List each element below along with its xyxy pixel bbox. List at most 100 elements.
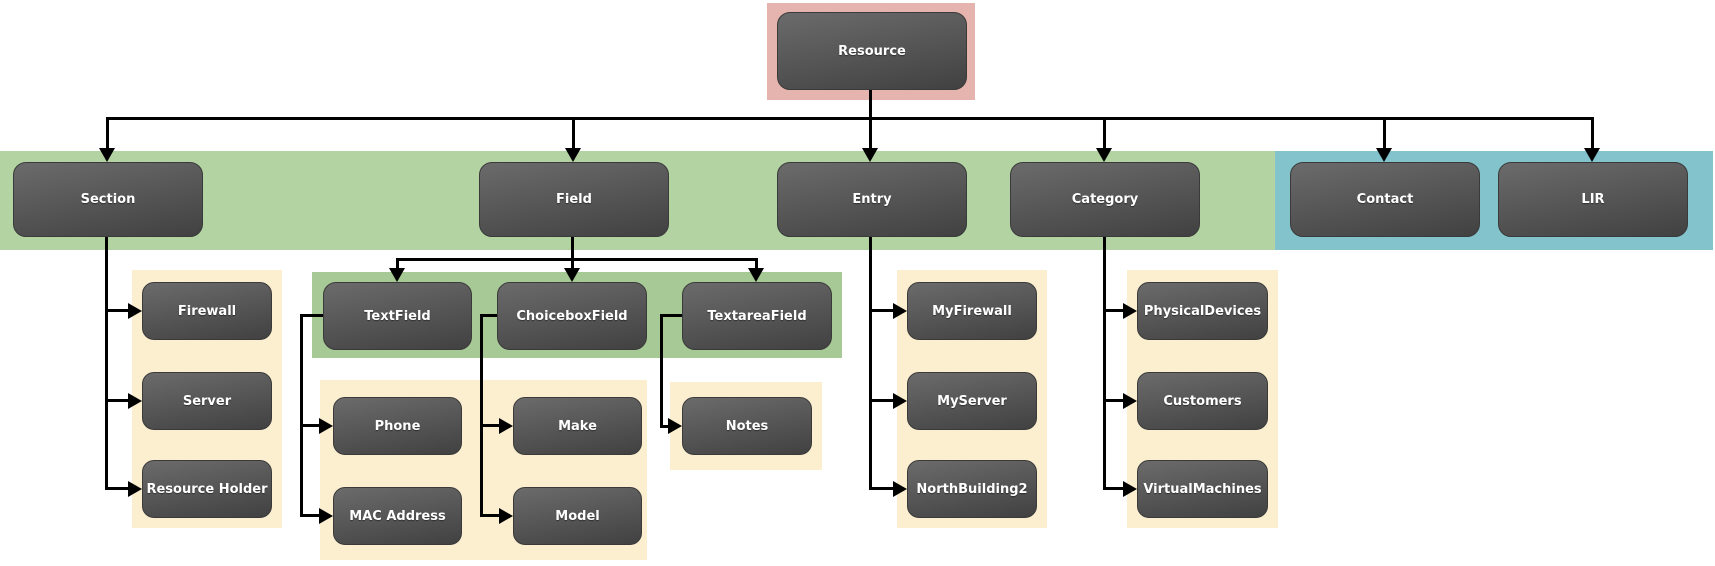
node-resource: Resource <box>777 12 967 90</box>
node-textareafield: TextareaField <box>682 282 832 350</box>
connector-line <box>1103 119 1106 149</box>
node-label: Phone <box>374 418 421 434</box>
arrow-right-icon <box>893 303 907 319</box>
arrow-right-icon <box>128 481 142 497</box>
connector-line <box>480 314 483 517</box>
connector-line <box>480 314 498 317</box>
node-label: MyServer <box>937 393 1007 409</box>
connector-line <box>480 514 501 517</box>
arrow-down-icon <box>1376 148 1392 162</box>
connector-line <box>660 425 670 428</box>
connector-line <box>105 237 108 490</box>
node-lir: LIR <box>1498 162 1688 237</box>
node-notes: Notes <box>682 397 812 455</box>
node-label: ChoiceboxField <box>516 308 628 324</box>
node-section: Section <box>13 162 203 237</box>
connector-line <box>105 309 130 312</box>
node-label: Make <box>558 418 597 434</box>
node-label: Entry <box>852 192 892 207</box>
node-virtualmachines: VirtualMachines <box>1137 460 1268 518</box>
connector-line <box>300 314 323 317</box>
arrow-down-icon <box>99 148 115 162</box>
arrow-down-icon <box>389 268 405 282</box>
node-category: Category <box>1010 162 1200 237</box>
node-northbuilding2: NorthBuilding2 <box>907 460 1037 518</box>
node-label: VirtualMachines <box>1143 481 1262 497</box>
connector-line <box>660 314 683 317</box>
connector-line <box>300 314 303 517</box>
arrow-right-icon <box>1123 303 1137 319</box>
arrow-down-icon <box>1584 148 1600 162</box>
node-myserver: MyServer <box>907 372 1037 430</box>
connector-line <box>300 424 321 427</box>
node-label: Field <box>556 192 592 207</box>
arrow-right-icon <box>499 418 513 434</box>
node-label: Firewall <box>177 303 237 319</box>
node-firewall: Firewall <box>142 282 272 340</box>
arrow-right-icon <box>128 393 142 409</box>
node-contact: Contact <box>1290 162 1480 237</box>
arrow-right-icon <box>668 418 682 434</box>
connector-line <box>660 314 663 428</box>
arrow-right-icon <box>319 418 333 434</box>
arrow-right-icon <box>893 481 907 497</box>
node-make: Make <box>513 397 642 455</box>
node-label: Customers <box>1163 393 1242 409</box>
node-field: Field <box>479 162 669 237</box>
node-textfield: TextField <box>323 282 472 350</box>
connector-line <box>396 258 758 261</box>
connector-line <box>1383 119 1386 149</box>
arrow-down-icon <box>565 148 581 162</box>
connector-line <box>571 260 574 270</box>
node-label: MyFirewall <box>932 303 1012 319</box>
connector-line <box>1103 309 1127 312</box>
connector-line <box>1103 487 1127 490</box>
connector-line <box>755 260 758 270</box>
node-label: Server <box>182 393 232 409</box>
connector-line <box>106 117 1594 120</box>
connector-line <box>869 487 895 490</box>
connector-line <box>869 237 872 490</box>
connector-line <box>1103 237 1106 490</box>
node-choiceboxfield: ChoiceboxField <box>497 282 647 350</box>
arrow-right-icon <box>893 393 907 409</box>
node-label: Category <box>1071 192 1139 207</box>
node-label: LIR <box>1581 192 1605 207</box>
node-label: Contact <box>1356 192 1414 207</box>
connector-line <box>396 260 399 270</box>
node-label: MAC Address <box>349 508 446 524</box>
node-model: Model <box>513 487 642 545</box>
connector-line <box>300 514 321 517</box>
node-label: Notes <box>725 418 769 434</box>
connector-line <box>106 119 109 149</box>
arrow-down-icon <box>1096 148 1112 162</box>
connector-line <box>480 424 501 427</box>
arrow-right-icon <box>319 508 333 524</box>
connector-line <box>572 119 575 149</box>
connector-line <box>571 237 574 260</box>
connector-line <box>869 119 872 149</box>
node-label: Section <box>80 192 136 207</box>
node-mac-address: MAC Address <box>333 487 462 545</box>
connector-line <box>105 399 130 402</box>
node-label: PhysicalDevices <box>1143 303 1262 319</box>
arrow-down-icon <box>748 268 764 282</box>
arrow-down-icon <box>862 148 878 162</box>
node-resource-holder: Resource Holder <box>142 460 272 518</box>
connector-line <box>1591 119 1594 149</box>
node-label: Resource <box>838 43 906 59</box>
connector-line <box>869 90 872 119</box>
node-customers: Customers <box>1137 372 1268 430</box>
arrow-right-icon <box>1123 393 1137 409</box>
arrow-down-icon <box>564 268 580 282</box>
node-phone: Phone <box>333 397 462 455</box>
node-label: TextareaField <box>707 308 807 324</box>
connector-line <box>105 487 130 490</box>
node-physicaldevices: PhysicalDevices <box>1137 282 1268 340</box>
arrow-right-icon <box>1123 481 1137 497</box>
node-label: Resource Holder <box>146 481 268 497</box>
connector-line <box>1103 399 1127 402</box>
node-label: NorthBuilding2 <box>916 481 1028 497</box>
connector-line <box>869 399 895 402</box>
